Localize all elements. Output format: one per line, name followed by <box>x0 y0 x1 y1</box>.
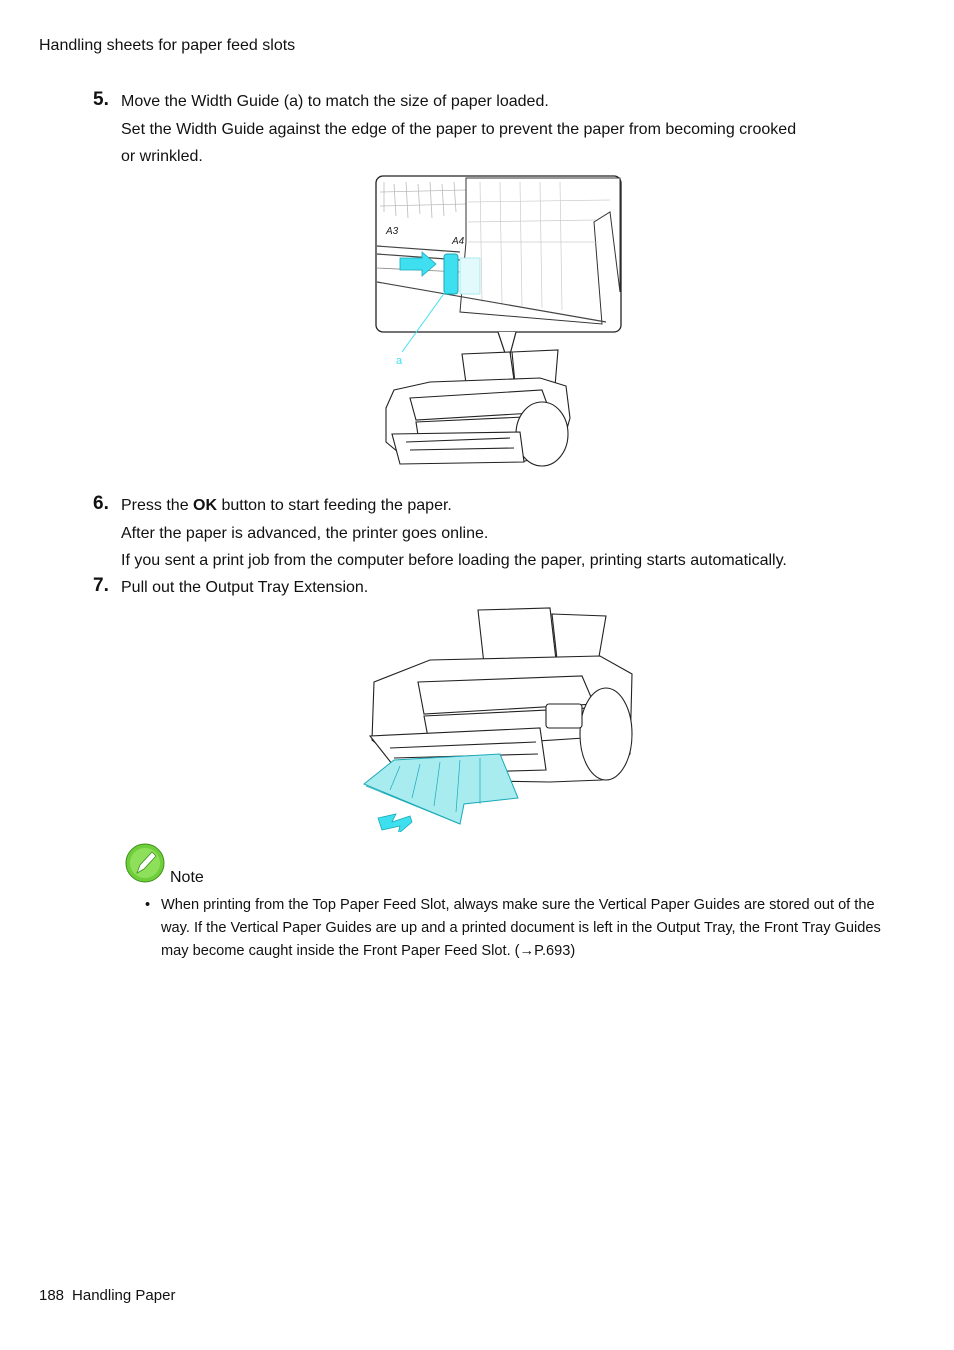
step-text: Set the Width Guide against the edge of … <box>121 120 797 138</box>
page-footer: 188 Handling Paper <box>39 1287 183 1304</box>
ok-button-label: OK <box>193 497 218 514</box>
step-body: Pull out the Output Tray Extension. <box>121 574 881 602</box>
step-text: Press the OK button to start feeding the… <box>121 492 881 520</box>
step-text: After the paper is advanced, the printer… <box>121 524 489 542</box>
bullet-marker: • <box>145 897 151 913</box>
footer-section: Handling Paper <box>72 1287 176 1304</box>
width-guide-illustration: A3 A4 a <box>375 175 622 467</box>
output-tray-illustration <box>363 607 633 832</box>
running-header: Handling sheets for paper feed slots <box>39 37 296 54</box>
printer-drawing <box>368 607 633 783</box>
size-label-a3: A3 <box>385 226 399 237</box>
step-text: or wrinkled. <box>121 148 203 165</box>
width-guide <box>443 253 459 295</box>
step-number: 7. <box>93 575 109 596</box>
step-text-prefix: Press the <box>121 497 194 514</box>
size-label-a4: A4 <box>451 236 465 247</box>
output-tray-extension <box>363 753 519 825</box>
note-title: Note <box>170 869 204 886</box>
step-number: 6. <box>93 493 109 514</box>
step-body: Move the Width Guide (a) to match the si… <box>121 88 881 171</box>
pull-arrow <box>377 813 413 832</box>
step-text: If you sent a print job from the compute… <box>121 552 787 569</box>
step-number: 5. <box>93 89 109 110</box>
note-pencil-icon <box>125 843 165 883</box>
page-number: 188 <box>39 1287 65 1304</box>
step-body: Press the OK button to start feeding the… <box>121 492 881 575</box>
step-text: Move the Width Guide (a) to match the si… <box>121 93 549 110</box>
step-text-suffix: button to start feeding the paper. <box>217 497 452 514</box>
direction-arrow <box>399 251 437 277</box>
step-text: Pull out the Output Tray Extension. <box>121 579 369 596</box>
printer-drawing <box>385 349 571 467</box>
callout-label-a: a <box>396 355 403 367</box>
note-text: When printing from the Top Paper Feed Sl… <box>161 897 881 959</box>
